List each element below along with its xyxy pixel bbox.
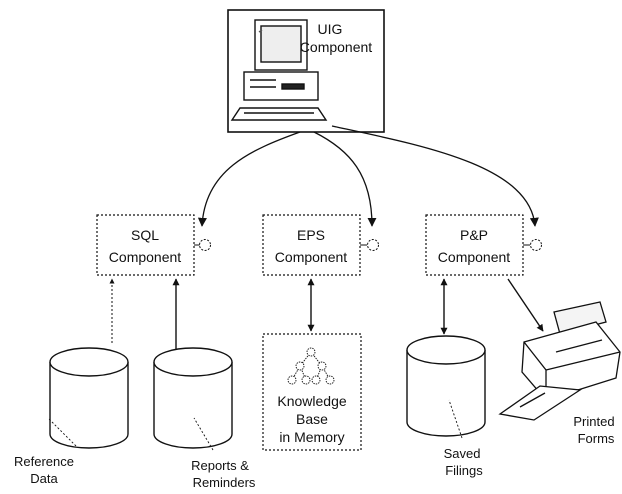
sql-interface-port bbox=[199, 239, 211, 251]
reports-reminders-db bbox=[153, 347, 233, 449]
uig-label-line2: Component bbox=[300, 39, 372, 55]
uig-to-eps-arrow bbox=[313, 131, 377, 227]
bottom-labels: Reference Data Reports & Reminders Saved… bbox=[14, 399, 615, 490]
uig-to-sql-arrow bbox=[197, 131, 301, 227]
reference-data-db bbox=[49, 347, 129, 449]
pp-component: P&P Component bbox=[425, 214, 542, 276]
saved-filings-leader bbox=[448, 399, 463, 439]
reports-label-line1: Reports & bbox=[191, 458, 249, 473]
saved-filings-db bbox=[406, 335, 486, 437]
saved-filings-label-line1: Saved bbox=[444, 446, 481, 461]
reference-data-label-line1: Reference bbox=[14, 454, 74, 469]
reports-label-line2: Reminders bbox=[193, 475, 256, 489]
sql-component-box bbox=[96, 214, 195, 276]
pp-interface-port bbox=[530, 239, 542, 251]
printed-forms-label-line2: Forms bbox=[578, 431, 615, 446]
saved-filings-label-line2: Filings bbox=[445, 463, 483, 478]
pp-component-box bbox=[425, 214, 524, 276]
tree-icon bbox=[287, 347, 335, 385]
eps-component-box bbox=[262, 214, 361, 276]
pp-label-line2: Component bbox=[438, 249, 510, 265]
sql-label-line2: Component bbox=[109, 249, 181, 265]
knowledge-label-line1: Knowledge bbox=[277, 393, 346, 409]
sql-component: SQL Component bbox=[96, 214, 211, 276]
reference-data-label-line2: Data bbox=[30, 471, 58, 486]
pp-label-line1: P&P bbox=[460, 227, 488, 243]
uig-connectors bbox=[197, 125, 539, 227]
eps-label-line1: EPS bbox=[297, 227, 325, 243]
printer-icon bbox=[498, 301, 621, 421]
uig-to-pp-arrow bbox=[331, 125, 539, 227]
eps-label-line2: Component bbox=[275, 249, 347, 265]
knowledge-base: Knowledge Base in Memory bbox=[262, 333, 362, 451]
pp-printer-arrow bbox=[507, 278, 544, 332]
reference-data-leader bbox=[47, 417, 77, 447]
knowledge-label-line3: in Memory bbox=[279, 429, 344, 445]
eps-interface-port bbox=[367, 239, 379, 251]
computer-icon bbox=[230, 19, 328, 121]
sql-label-line1: SQL bbox=[131, 227, 159, 243]
eps-component: EPS Component bbox=[262, 214, 379, 276]
uig-label-line1: UIG bbox=[318, 21, 343, 37]
printed-forms-label-line1: Printed bbox=[573, 414, 614, 429]
knowledge-label-line2: Base bbox=[296, 411, 328, 427]
data-connectors bbox=[109, 278, 544, 357]
uig-component: UIG Component bbox=[227, 9, 385, 133]
